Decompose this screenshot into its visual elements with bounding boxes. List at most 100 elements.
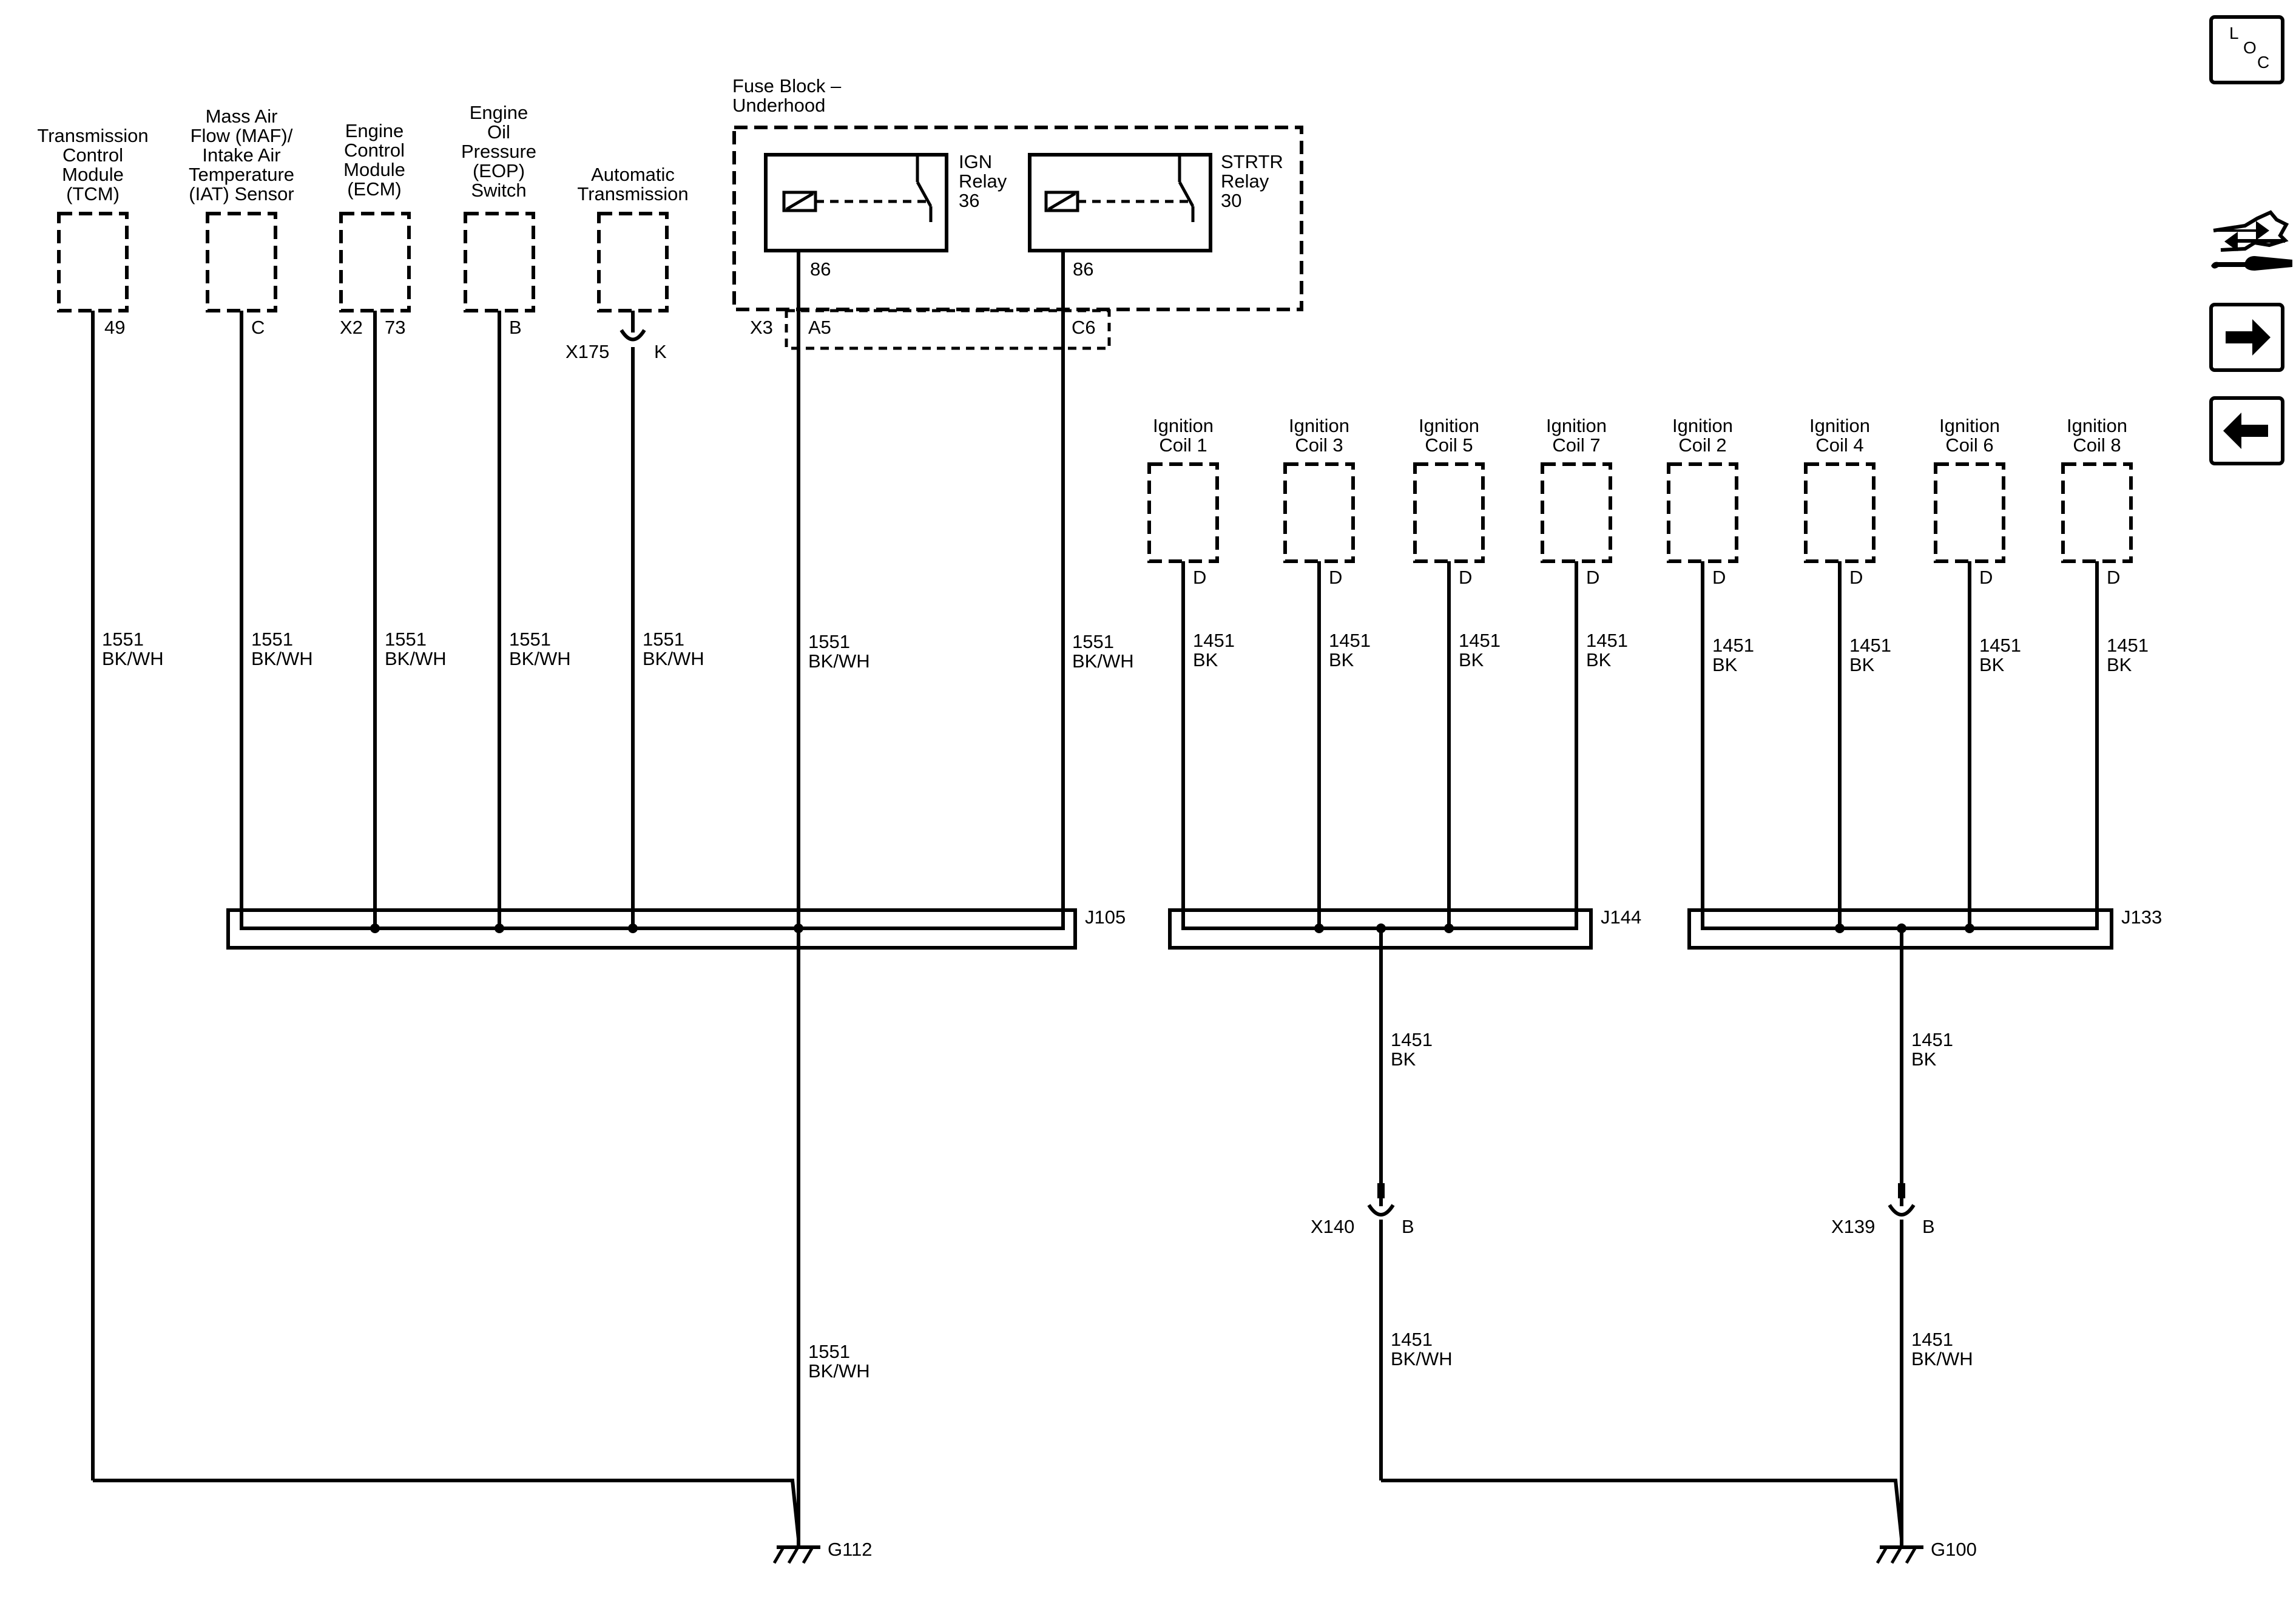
ground-g100-hatch (1890, 1547, 1902, 1564)
loc-letter-c: C (2257, 53, 2269, 72)
tcm-title-l1: Transmission (37, 125, 148, 146)
x140-to-g100-wire (1381, 1479, 1903, 1539)
fuse-block-title-l1: Fuse Block – (732, 75, 842, 96)
loc-letter-l: L (2229, 24, 2239, 42)
fuse-block-box (732, 126, 1303, 311)
coil-1-wire-color: BK (1193, 649, 1218, 670)
next-page-frame[interactable] (2209, 303, 2284, 372)
wrench-icon (2211, 256, 2292, 271)
coil-6-title-l2: Coil 6 (1945, 434, 1993, 456)
prev-page-frame[interactable] (2209, 396, 2284, 465)
eop-box (464, 212, 535, 312)
coil-1-title-l2: Coil 1 (1159, 434, 1207, 456)
coil-7-wire-circuit: 1451 (1586, 630, 1628, 651)
ecm-box (339, 212, 411, 312)
splice-j133: J133 (1687, 906, 2162, 950)
double-arrow-icon (2224, 232, 2285, 251)
coil-5-pin: D (1459, 567, 1472, 588)
strtr-relay-switch-icon (1178, 181, 1195, 208)
coil-5-title-l2: Coil 5 (1425, 434, 1473, 456)
coil-4-box (1804, 462, 1876, 563)
splice-j105-label: J105 (1085, 906, 1126, 928)
strtr-relay-label-l2: Relay (1221, 170, 1269, 192)
loc-button-frame[interactable] (2209, 15, 2284, 84)
ign-wire-color: BK/WH (808, 650, 870, 672)
splice-j133-node (1835, 923, 1845, 933)
connector-tool-icon[interactable] (2211, 210, 2292, 271)
ign-relay-label-l1: IGN (959, 151, 992, 172)
x140-wire-circuit: 1451 (1391, 1329, 1433, 1350)
tcm-box (57, 212, 129, 312)
left-wire-labels: 1551 BK/WH 1551 BK/WH 1551 BK/WH 1551 BK… (102, 629, 1134, 1382)
ign-relay: IGN Relay 36 86 (764, 151, 1007, 280)
x140-label: X140 (1311, 1216, 1354, 1237)
coil-8-title-l2: Coil 8 (2073, 434, 2121, 456)
eop-title-l1: Engine (470, 102, 528, 123)
x140-connector-cup-icon (1367, 1204, 1395, 1217)
coil-4-wire-circuit: 1451 (1849, 635, 1891, 656)
ecm-wire-circuit: 1551 (385, 629, 427, 650)
j144-trunk-color: BK (1391, 1048, 1416, 1070)
fuse-block-pin-a5: A5 (808, 317, 831, 338)
ground-g112-label: G112 (828, 1539, 873, 1560)
coil-2-title-l2: Coil 2 (1678, 434, 1726, 456)
next-page-button[interactable] (2209, 303, 2284, 372)
double-arrow-icon (2216, 221, 2269, 240)
splice-j105-node (628, 923, 638, 933)
tcm-title-l2: Control (62, 144, 123, 166)
splice-j105: J105 (226, 906, 1126, 950)
maf-title: Mass Air Flow (MAF)/ Intake Air Temperat… (189, 106, 294, 204)
fuse-block-title: Fuse Block – Underhood (732, 75, 842, 116)
j133-trunk-color: BK (1911, 1048, 1937, 1070)
coil-5-wire-circuit: 1451 (1459, 630, 1501, 651)
trans-pin: K (654, 341, 667, 362)
tcm-title-l3: Module (62, 164, 124, 185)
coil-6-title-l1: Ignition (1939, 415, 2000, 436)
trans-title-l1: Automatic (591, 164, 675, 185)
loc-button[interactable]: L O C (2209, 15, 2284, 84)
eop-wire-color: BK/WH (509, 648, 571, 669)
coil-3-wire-color: BK (1329, 649, 1354, 670)
coil-4-title-l2: Coil 4 (1815, 434, 1863, 456)
prev-page-button[interactable] (2209, 396, 2284, 465)
coil-7-title-l1: Ignition (1546, 415, 1607, 436)
trans-wire-color: BK/WH (643, 648, 704, 669)
strtr-wire-circuit: 1551 (1072, 631, 1114, 652)
coil-8-pin: D (2107, 567, 2120, 588)
ecm-title-l2: Control (344, 140, 405, 161)
coil-5-box (1413, 462, 1485, 563)
trans-connector: X175 (566, 341, 609, 362)
coil-8-wire-color: BK (2107, 654, 2132, 675)
ecm-title-l3: Module (343, 159, 405, 180)
trans-title: Automatic Transmission (577, 164, 688, 204)
coil-1-title-l1: Ignition (1153, 415, 1214, 436)
arrow-left-icon (2223, 413, 2268, 449)
coil-8-title-l1: Ignition (2067, 415, 2127, 436)
coil-6-box (1934, 462, 2005, 563)
coil-3-title-l1: Ignition (1289, 415, 1349, 436)
coil-7-title-l2: Coil 7 (1552, 434, 1600, 456)
ground-g112-hatch (772, 1547, 785, 1564)
connector-outline-icon (2213, 210, 2289, 252)
coil-7-pin: D (1586, 567, 1599, 588)
coil-3-wire-circuit: 1451 (1329, 630, 1371, 651)
maf-box (206, 212, 277, 312)
ignition-coils: Ignition Coil 1 Ignition Coil 3 Ignition… (1153, 415, 2127, 456)
tcm-pin: 49 (104, 317, 125, 338)
coil-2-box (1667, 462, 1738, 563)
strtr-relay-coil-diag (1047, 192, 1076, 211)
x139-pin: B (1922, 1216, 1935, 1237)
tcm-title: Transmission Control Module (TCM) (37, 125, 148, 204)
maf-title-l4: Temperature (189, 164, 294, 185)
ign-ground-wire-color: BK/WH (808, 1360, 870, 1382)
coil-4-wire-color: BK (1849, 654, 1875, 675)
splice-j105-node (794, 923, 803, 933)
strtr-relay: STRTR Relay 30 86 (1028, 151, 1283, 280)
eop-title-l3: Pressure (461, 141, 536, 162)
x140-pin: B (1402, 1216, 1414, 1237)
coil-wire-labels: 1451 BK 1451 BK 1451 BK 1451 BK 1451 BK … (1193, 630, 2149, 675)
coil-6-pin: D (1979, 567, 1993, 588)
ecm-title: Engine Control Module (ECM) (343, 120, 405, 200)
eop-pin: B (509, 317, 522, 338)
